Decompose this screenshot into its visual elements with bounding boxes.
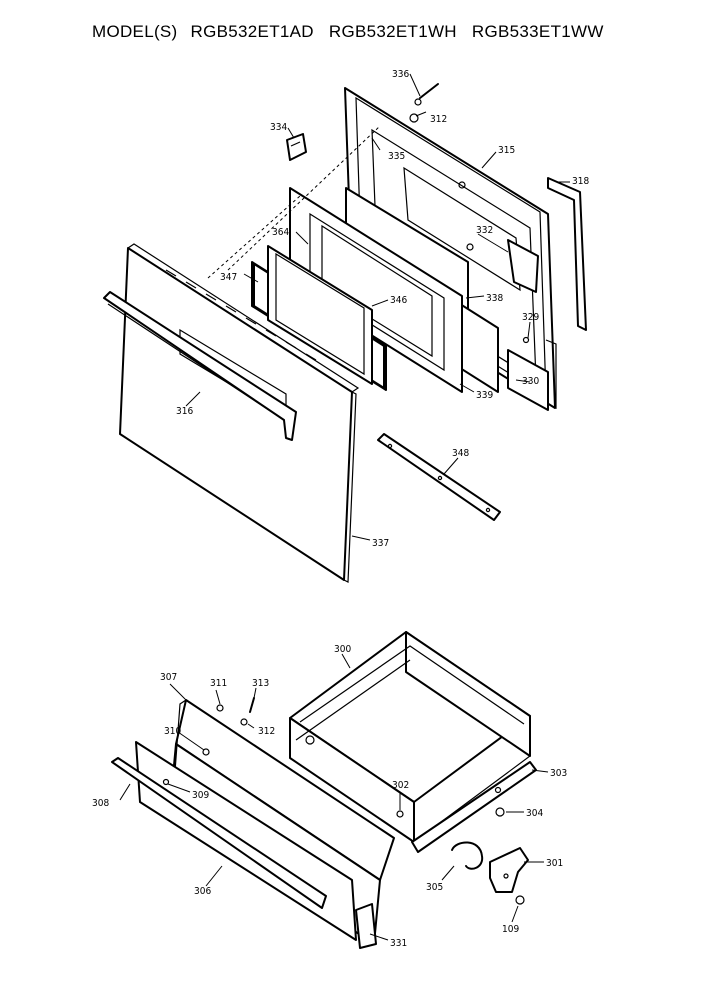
screw-311 bbox=[216, 704, 224, 712]
part-label: 109 bbox=[502, 924, 519, 935]
model-number: RGB532ET1AD bbox=[190, 22, 314, 41]
part-label: 364 bbox=[272, 227, 289, 238]
washer-312b bbox=[240, 718, 248, 726]
clip-334 bbox=[286, 133, 307, 161]
model-number: RGB533ET1WW bbox=[471, 22, 604, 41]
model-label: MODEL(S) bbox=[92, 22, 178, 41]
part-label: 334 bbox=[270, 122, 287, 133]
drawer-box-300 bbox=[289, 631, 531, 843]
door-glass-346-pane bbox=[267, 245, 373, 385]
part-label: 302 bbox=[392, 780, 409, 791]
screw-304 bbox=[495, 807, 505, 817]
strip-348 bbox=[377, 433, 501, 521]
part-label: 309 bbox=[192, 790, 209, 801]
part-label: 315 bbox=[498, 145, 515, 156]
part-label: 307 bbox=[160, 672, 177, 683]
part-label: 303 bbox=[550, 768, 567, 779]
part-label: 312 bbox=[430, 114, 447, 125]
leader-lines bbox=[119, 73, 570, 941]
alignment-lines bbox=[207, 125, 381, 279]
part-label: 301 bbox=[546, 858, 563, 869]
part-label: 312 bbox=[258, 726, 275, 737]
diagram-title: MODEL(S) RGB532ET1AD RGB532ET1WH RGB533E… bbox=[92, 22, 614, 42]
hinge-330 bbox=[507, 336, 549, 411]
part-label: 338 bbox=[486, 293, 503, 304]
part-labels: 336 312 334 335 315 318 332 364 347 346 … bbox=[92, 69, 589, 949]
part-label: 306 bbox=[194, 886, 211, 897]
part-label: 335 bbox=[388, 151, 405, 162]
washer-312 bbox=[409, 113, 419, 123]
bracket-332 bbox=[507, 239, 539, 293]
part-label: 346 bbox=[390, 295, 407, 306]
nut-109 bbox=[515, 895, 525, 905]
window-frame-346 bbox=[289, 187, 463, 393]
outer-door-337 bbox=[119, 243, 360, 583]
door-handle-316 bbox=[103, 291, 297, 441]
screw-336 bbox=[414, 83, 439, 106]
part-label: 348 bbox=[452, 448, 469, 459]
screw-313 bbox=[249, 697, 255, 713]
part-label: 332 bbox=[476, 225, 493, 236]
part-label: 331 bbox=[390, 938, 407, 949]
part-label: 300 bbox=[334, 644, 351, 655]
part-label: 310 bbox=[164, 726, 181, 737]
side-trim-318 bbox=[547, 177, 587, 331]
part-label: 305 bbox=[426, 882, 443, 893]
part-label: 304 bbox=[526, 808, 543, 819]
model-number: RGB532ET1WH bbox=[328, 22, 457, 41]
part-label: 313 bbox=[252, 678, 269, 689]
part-label: 308 bbox=[92, 798, 109, 809]
part-label: 347 bbox=[220, 272, 237, 283]
part-label: 339 bbox=[476, 390, 493, 401]
drawer-panel-306 bbox=[111, 741, 377, 949]
bracket-301 bbox=[489, 847, 529, 893]
part-label: 318 bbox=[572, 176, 589, 187]
part-label: 329 bbox=[522, 312, 539, 323]
part-label: 311 bbox=[210, 678, 227, 689]
part-label: 337 bbox=[372, 538, 389, 549]
part-label: 316 bbox=[176, 406, 193, 417]
spring-305 bbox=[451, 841, 484, 870]
part-label: 330 bbox=[522, 376, 539, 387]
part-label: 336 bbox=[392, 69, 409, 80]
